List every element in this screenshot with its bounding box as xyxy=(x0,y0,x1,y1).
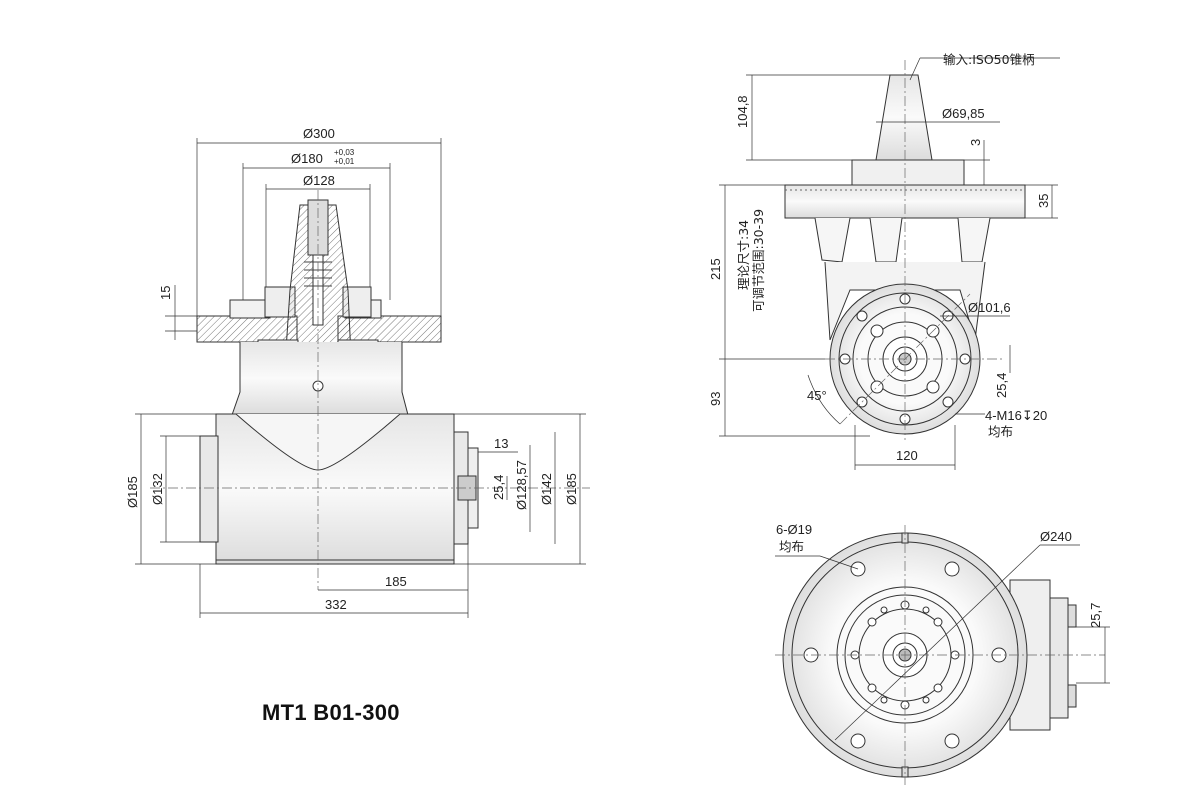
dim-93: 93 xyxy=(708,392,723,406)
distributed-1: 均布 xyxy=(988,424,1013,439)
bottom-view xyxy=(775,525,1110,785)
angle-45: 45° xyxy=(807,388,827,403)
dim-25-7: 25,7 xyxy=(1088,603,1103,628)
dim-104-8: 104,8 xyxy=(735,95,750,128)
adjust-range: 可调节范围:30-39 xyxy=(751,209,766,312)
dim-3: 3 xyxy=(968,139,983,146)
input-label: 输入:ISO50锥柄 xyxy=(943,52,1035,67)
dim-d185-left: Ø185 xyxy=(125,476,140,508)
dim-d142: Ø142 xyxy=(539,473,554,505)
dim-d185-right: Ø185 xyxy=(564,473,579,505)
tol-upper: +0,03 xyxy=(334,148,355,157)
dim-35: 35 xyxy=(1036,194,1051,208)
flange-left xyxy=(196,315,298,343)
dim-d132: Ø132 xyxy=(150,473,165,505)
tol-lower: +0,01 xyxy=(334,157,355,166)
dim-25-4-side: 25,4 xyxy=(994,373,1009,398)
model-title: MT1 B01-300 xyxy=(262,700,400,725)
dim-15: 15 xyxy=(158,286,173,300)
dim-215: 215 xyxy=(708,258,723,280)
side-view xyxy=(719,57,1060,470)
dim-d180: Ø180 xyxy=(291,151,323,166)
housing-upper xyxy=(231,342,409,416)
iso50-taper xyxy=(875,74,933,161)
dim-120: 120 xyxy=(896,448,918,463)
dim-d101-6: Ø101,6 xyxy=(968,300,1011,315)
dim-13: 13 xyxy=(494,436,508,451)
dim-d128: Ø128 xyxy=(303,173,335,188)
holes-spec: 6-Ø19 xyxy=(776,522,812,537)
flange-right xyxy=(337,315,442,343)
dim-d300: Ø300 xyxy=(303,126,335,141)
dim-25-4-front: 25,4 xyxy=(491,475,506,500)
dim-d240: Ø240 xyxy=(1040,529,1072,544)
front-view xyxy=(135,138,590,618)
dim-332: 332 xyxy=(325,597,347,612)
dim-185: 185 xyxy=(385,574,407,589)
theory-size: 理论尺寸:34 xyxy=(736,220,751,290)
thread-spec: 4-M16↧20 xyxy=(985,408,1047,423)
dim-d69-85: Ø69,85 xyxy=(942,106,985,121)
distributed-2: 均布 xyxy=(779,539,804,554)
dim-d128-57: Ø128,57 xyxy=(514,460,529,510)
